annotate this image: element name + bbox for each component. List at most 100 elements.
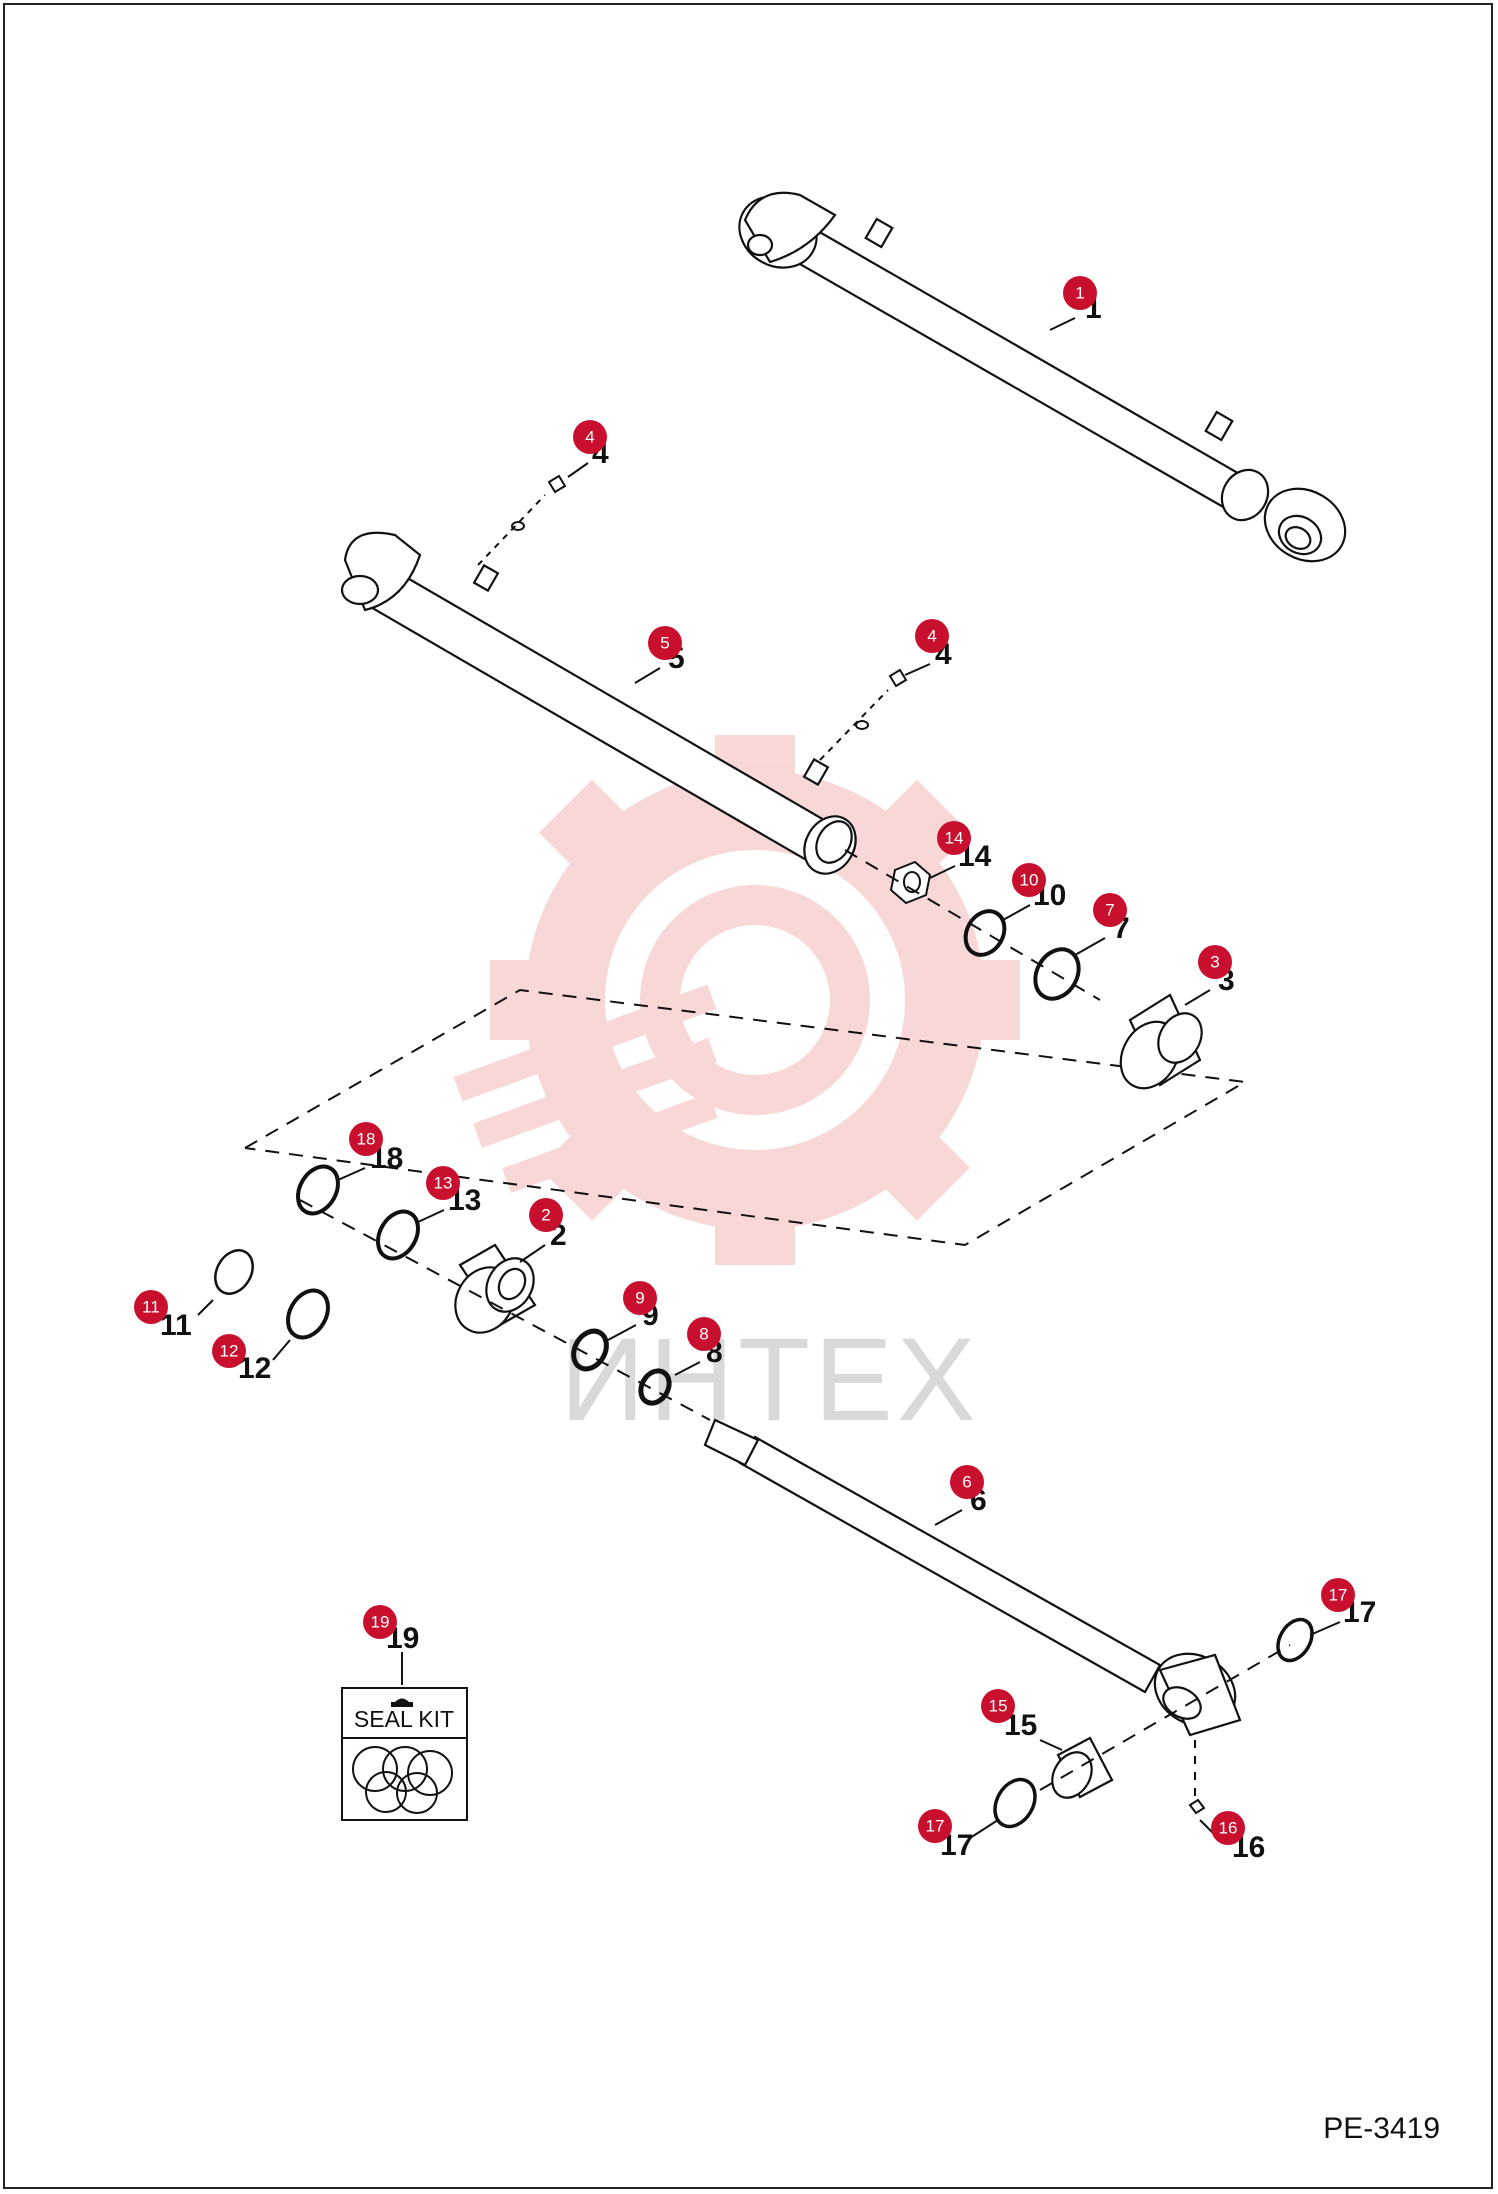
- leader-line: [934, 1509, 963, 1526]
- part-badge-label: 9: [635, 1289, 644, 1308]
- part-badge-label: 19: [371, 1613, 390, 1632]
- part-badge: [950, 1465, 984, 1499]
- callout-3: 33: [1184, 945, 1235, 1006]
- part-badge: [623, 1281, 657, 1315]
- leader-line: [1309, 1621, 1341, 1636]
- part-badge: [1093, 893, 1127, 927]
- part-badge-label: 15: [989, 1697, 1008, 1716]
- leader-line: [929, 865, 956, 879]
- part-badge: [1211, 1811, 1245, 1845]
- diagram-frame: [3, 3, 1493, 2189]
- leader-line: [272, 1339, 291, 1361]
- part-badge: [937, 821, 971, 855]
- part-badge-label: 3: [1210, 953, 1219, 972]
- part-badge-label: 11: [142, 1298, 160, 1317]
- part-badge-label: 7: [1105, 901, 1114, 920]
- grease-fitting-lower: [819, 668, 908, 761]
- part-badge-label: 17: [1329, 1586, 1348, 1605]
- leader-line: [1049, 317, 1076, 331]
- part-badge: [981, 1689, 1015, 1723]
- callout-5: 55: [634, 626, 685, 684]
- leader-line: [197, 1299, 214, 1316]
- leader-line: [1074, 937, 1106, 956]
- part-badge-label: 18: [357, 1130, 376, 1149]
- seal-kit-box: SEAL KIT: [341, 1652, 468, 1821]
- callout-9: 99: [607, 1281, 659, 1341]
- leader-line: [417, 1209, 445, 1223]
- part-badge: [1012, 863, 1046, 897]
- callout-6: 66: [934, 1465, 987, 1526]
- watermark-text: ИНТЕХ: [560, 1314, 980, 1446]
- axis-line-piston: [844, 849, 1101, 1001]
- part-badge-label: 1: [1075, 284, 1084, 303]
- seal-8: [638, 1368, 672, 1406]
- part-badge: [363, 1605, 397, 1639]
- piston-rod: [703, 1418, 1242, 1737]
- part-badge: [349, 1122, 383, 1156]
- part-badge: [915, 619, 949, 653]
- part-badge-label: 13: [434, 1174, 453, 1193]
- o-ring-18: [296, 1164, 340, 1216]
- leader-line: [1002, 904, 1031, 921]
- o-ring-12: [286, 1288, 330, 1340]
- retaining-ring-17-left: [993, 1777, 1037, 1829]
- part-badge: [648, 626, 682, 660]
- part-badge-label: 4: [585, 428, 594, 447]
- axis-line-seals: [299, 1199, 711, 1421]
- seal-kit-label: SEAL KIT: [354, 1706, 454, 1732]
- retaining-ring-17-right: [1276, 1617, 1314, 1663]
- leader-line: [969, 1819, 999, 1839]
- callout-8: 88: [674, 1317, 723, 1376]
- part-badge-label: 12: [220, 1342, 239, 1361]
- piston: [1119, 993, 1203, 1090]
- part-badge-label: 14: [945, 829, 964, 848]
- leader-line: [567, 462, 589, 478]
- part-badge-label: 17: [926, 1817, 945, 1836]
- part-badge: [1063, 276, 1097, 310]
- part-badge-label: 8: [699, 1325, 708, 1344]
- leader-line: [904, 663, 931, 676]
- part-badge-label: 16: [1219, 1819, 1238, 1838]
- reference-code: PE-3419: [1323, 2112, 1440, 2145]
- callout-2: 22: [519, 1198, 567, 1263]
- backup-ring-11: [214, 1249, 254, 1295]
- part-badge-label: 4: [927, 627, 936, 646]
- rod-guide: [454, 1243, 537, 1334]
- part-badge: [212, 1334, 246, 1368]
- part-badge: [1321, 1578, 1355, 1612]
- lock-nut: [889, 860, 932, 905]
- part-badge: [426, 1166, 460, 1200]
- part-badge: [134, 1290, 168, 1324]
- leader-line: [337, 1167, 366, 1181]
- grease-fitting-rod: [1188, 1798, 1206, 1815]
- callout-7: 77: [1074, 893, 1130, 956]
- seal-9: [571, 1328, 609, 1372]
- bushing: [1051, 1736, 1114, 1799]
- axis-line-rod-end: [1039, 1644, 1291, 1791]
- leader-line: [519, 1244, 546, 1263]
- leader-line: [1039, 1739, 1063, 1751]
- part-badge: [1198, 945, 1232, 979]
- callouts: 1122334444556677889910101111121213131414…: [134, 276, 1376, 1864]
- callout-4a: 44: [567, 420, 609, 478]
- leader-line: [607, 1324, 637, 1341]
- part-badge: [687, 1317, 721, 1351]
- part-badge-label: 5: [660, 634, 669, 653]
- barrel: [340, 531, 857, 875]
- part-badge: [573, 420, 607, 454]
- leader-line: [674, 1361, 701, 1376]
- callout-4b: 44: [904, 619, 952, 676]
- part-badge-label: 2: [541, 1206, 550, 1225]
- grease-fitting-upper: [477, 474, 567, 566]
- o-ring-13: [376, 1209, 420, 1261]
- part-badge-label: 10: [1020, 871, 1039, 890]
